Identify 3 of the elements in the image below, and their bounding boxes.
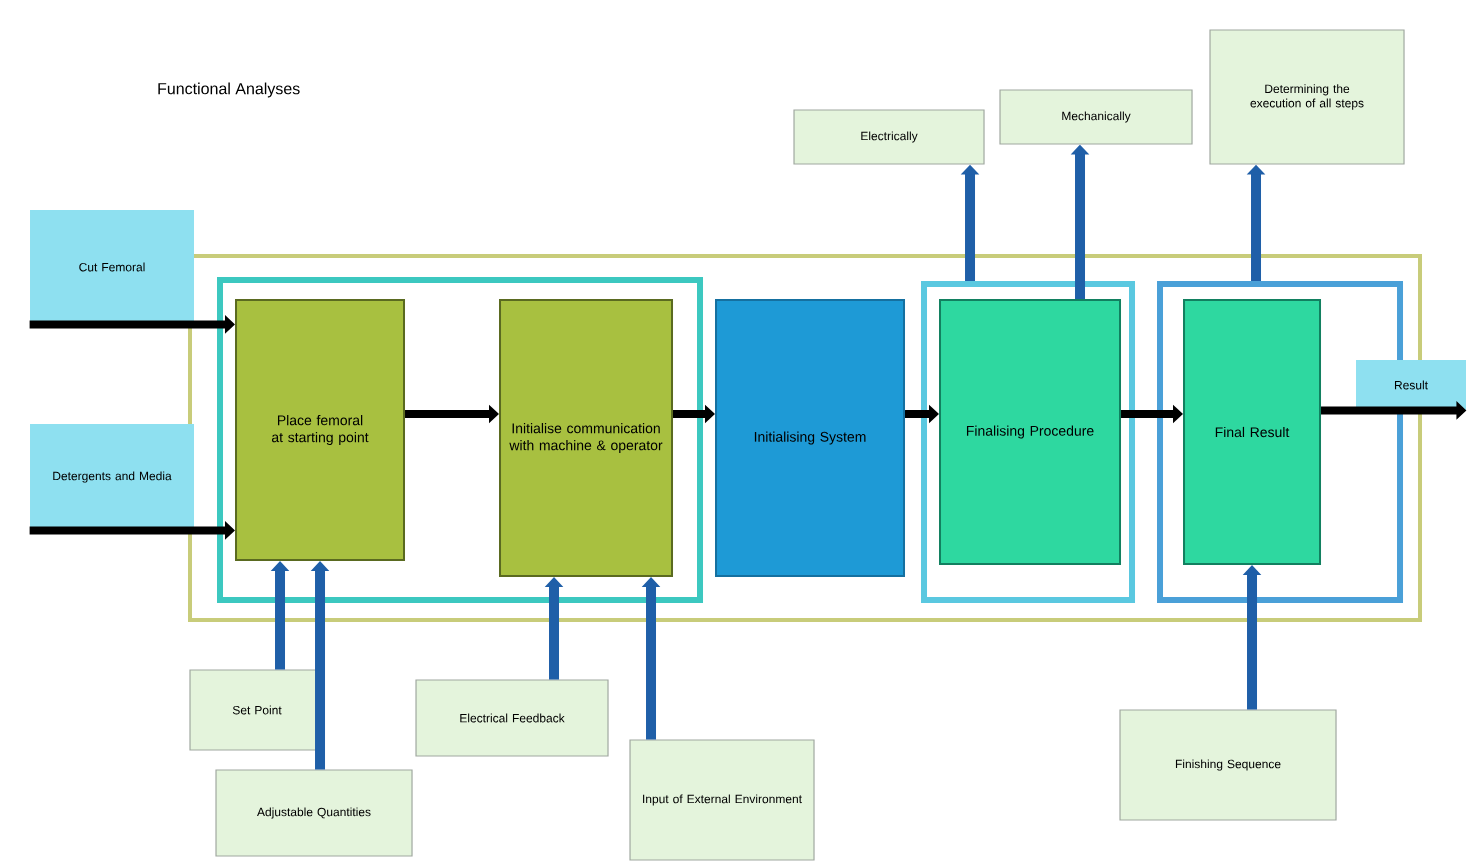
group-frame: [921, 281, 1135, 603]
title: Functional Analyses: [158, 82, 300, 98]
group-frame: [217, 277, 703, 603]
